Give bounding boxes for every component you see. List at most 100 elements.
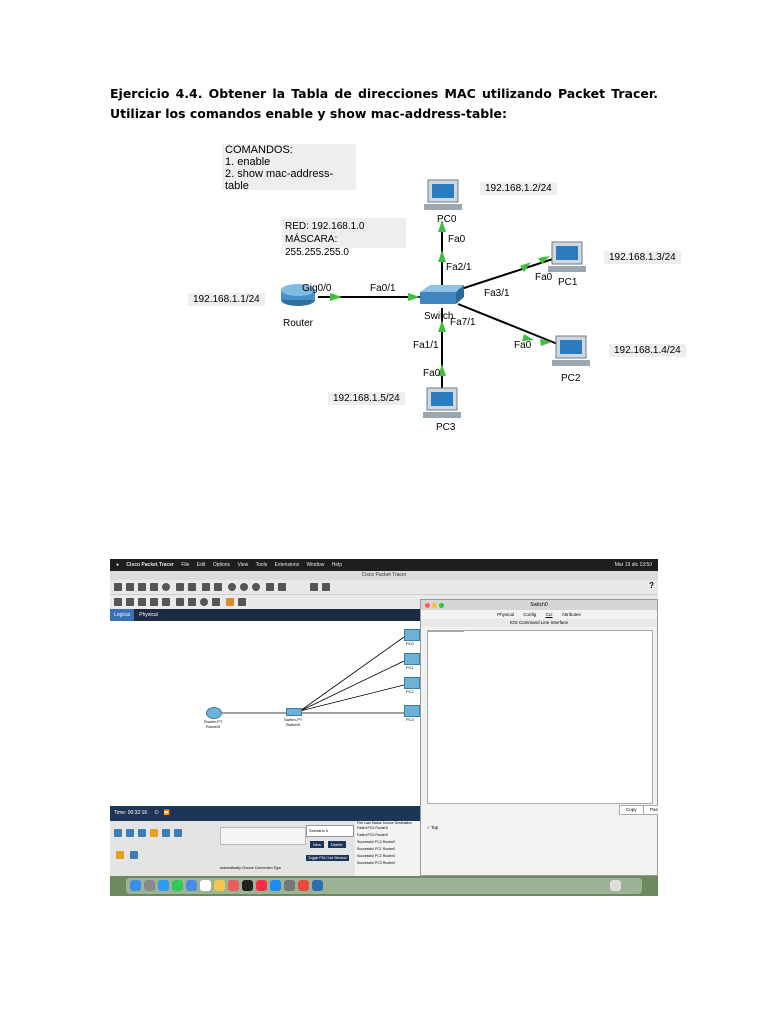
ws-switch-icon[interactable] bbox=[286, 708, 302, 716]
apple-icon[interactable]: ● bbox=[116, 562, 120, 568]
app-store-icon[interactable] bbox=[270, 880, 281, 891]
pdu-icon[interactable] bbox=[310, 583, 318, 591]
top-checkbox[interactable]: ○ Top bbox=[427, 825, 439, 830]
connection-types[interactable] bbox=[220, 827, 306, 845]
tab-logical[interactable]: Logical bbox=[110, 609, 134, 621]
ws-pc2-icon[interactable] bbox=[404, 677, 420, 689]
menu-view[interactable]: View bbox=[237, 562, 249, 568]
apple-tv-icon[interactable] bbox=[242, 880, 253, 891]
drawing-palette-icon[interactable] bbox=[266, 583, 274, 591]
pdu-row[interactable]: Failed PC0 Router0 bbox=[355, 832, 420, 839]
tab-attributes[interactable]: Attributes bbox=[561, 612, 581, 617]
toggle-pdu-list-button[interactable]: Toggle PDU List Window bbox=[306, 855, 349, 861]
notes-icon[interactable] bbox=[214, 880, 225, 891]
music-icon[interactable] bbox=[256, 880, 267, 891]
misc-devices-icon[interactable] bbox=[162, 829, 170, 837]
cli-console[interactable]: ▔▔▔▔▔▔▔▔▔▔▔▔▔▔▔▔▔▔▔▔ bbox=[427, 630, 653, 804]
end-devices-icon[interactable] bbox=[126, 829, 134, 837]
connections-icon[interactable] bbox=[150, 829, 158, 837]
auto-connection-icon[interactable] bbox=[116, 851, 124, 859]
delete-scenario-button[interactable]: Delete bbox=[328, 841, 346, 848]
open-file-icon[interactable] bbox=[126, 583, 134, 591]
menu-tools[interactable]: Tools bbox=[255, 562, 268, 568]
zoom-out-icon[interactable] bbox=[252, 583, 260, 591]
add-simple-pdu-icon[interactable] bbox=[226, 598, 234, 606]
launchpad-icon[interactable] bbox=[144, 880, 155, 891]
info-icon[interactable] bbox=[162, 583, 170, 591]
help-icon[interactable]: ? bbox=[649, 581, 654, 590]
menu-window[interactable]: Window bbox=[306, 562, 325, 568]
pdu-row[interactable]: Failed PC0 Router0 bbox=[355, 825, 420, 832]
undo-icon[interactable] bbox=[202, 583, 210, 591]
select-icon[interactable] bbox=[114, 598, 122, 606]
pdu-dest: Router0 bbox=[382, 840, 396, 844]
note-icon[interactable] bbox=[162, 598, 170, 606]
finder-icon[interactable] bbox=[130, 880, 141, 891]
zoom-reset-icon[interactable] bbox=[240, 583, 248, 591]
tab-config[interactable]: Config bbox=[523, 612, 537, 617]
menu-edit[interactable]: Edit bbox=[196, 562, 206, 568]
rectangle-icon[interactable] bbox=[188, 598, 196, 606]
tab-cli[interactable]: CLI bbox=[545, 612, 553, 617]
pdu-source: PC1 bbox=[374, 847, 382, 851]
menu-extensions[interactable]: Extensions bbox=[274, 562, 300, 568]
power-cycle-icon[interactable]: ⏻ bbox=[154, 810, 159, 816]
calendar-icon[interactable] bbox=[200, 880, 211, 891]
pdu-source: PC3 bbox=[374, 861, 382, 865]
pdu-row[interactable]: Successful PC1 Router0 bbox=[355, 846, 420, 853]
fast-forward-icon[interactable]: ⏩ bbox=[163, 810, 171, 816]
print-icon[interactable] bbox=[150, 583, 158, 591]
tab-physical[interactable]: Physical bbox=[139, 612, 158, 618]
paste-button[interactable]: Paste bbox=[643, 805, 658, 815]
delete-icon[interactable] bbox=[138, 598, 146, 606]
freeform-icon[interactable] bbox=[212, 598, 220, 606]
menu-options[interactable]: Options bbox=[212, 562, 231, 568]
add-complex-pdu-icon[interactable] bbox=[238, 598, 246, 606]
copy-button[interactable]: Copy bbox=[619, 805, 644, 815]
paste-icon[interactable] bbox=[188, 583, 196, 591]
switch0-tabs: Physical Config CLI Attributes bbox=[421, 610, 657, 619]
pc1-ip: 192.168.1.3/24 bbox=[604, 251, 681, 264]
line-icon[interactable] bbox=[176, 598, 184, 606]
menu-file[interactable]: File bbox=[181, 562, 190, 568]
multiuser-icon[interactable] bbox=[174, 829, 182, 837]
network-devices-icon[interactable] bbox=[114, 829, 122, 837]
grid-icon[interactable] bbox=[130, 851, 138, 859]
redo-icon[interactable] bbox=[214, 583, 222, 591]
inspect-icon[interactable] bbox=[126, 598, 134, 606]
pdu-row[interactable]: Successful PC2 Router0 bbox=[355, 853, 420, 860]
safari-icon[interactable] bbox=[158, 880, 169, 891]
zoom-in-icon[interactable] bbox=[228, 583, 236, 591]
pdu-row[interactable]: Successful PC3 Router0 bbox=[355, 860, 420, 867]
components-icon[interactable] bbox=[138, 829, 146, 837]
new-file-icon[interactable] bbox=[114, 583, 122, 591]
settings-icon[interactable] bbox=[284, 880, 295, 891]
save-icon[interactable] bbox=[138, 583, 146, 591]
trash-icon[interactable] bbox=[610, 880, 621, 891]
ws-pc3-icon[interactable] bbox=[404, 705, 420, 717]
ws-pc1-icon[interactable] bbox=[404, 653, 420, 665]
ellipse-icon[interactable] bbox=[200, 598, 208, 606]
menu-help[interactable]: Help bbox=[331, 562, 342, 568]
scenario-select[interactable]: Scenario 0 bbox=[306, 825, 354, 837]
mail-icon[interactable] bbox=[186, 880, 197, 891]
packet-tracer-icon[interactable] bbox=[312, 880, 323, 891]
messages-icon[interactable] bbox=[172, 880, 183, 891]
photos-icon[interactable] bbox=[228, 880, 239, 891]
close-icon[interactable] bbox=[425, 603, 430, 608]
message-icon[interactable] bbox=[322, 583, 330, 591]
ws-pc0-icon[interactable] bbox=[404, 629, 420, 641]
logical-workspace[interactable]: Router-PT Router0 Switch-PT Switch0 PC0 … bbox=[110, 621, 420, 806]
maximize-icon[interactable] bbox=[439, 603, 444, 608]
app-name[interactable]: Cisco Packet Tracer bbox=[126, 562, 174, 568]
tab-physical-device[interactable]: Physical bbox=[497, 612, 514, 617]
minimize-icon[interactable] bbox=[432, 603, 437, 608]
link-indicator bbox=[408, 293, 420, 301]
custom-device-icon[interactable] bbox=[278, 583, 286, 591]
new-scenario-button[interactable]: New bbox=[310, 841, 325, 848]
pdu-row[interactable]: Successful PC0 Router0 bbox=[355, 839, 420, 846]
resize-icon[interactable] bbox=[150, 598, 158, 606]
copy-icon[interactable] bbox=[176, 583, 184, 591]
chrome-icon[interactable] bbox=[298, 880, 309, 891]
ws-router-icon[interactable] bbox=[206, 707, 222, 719]
